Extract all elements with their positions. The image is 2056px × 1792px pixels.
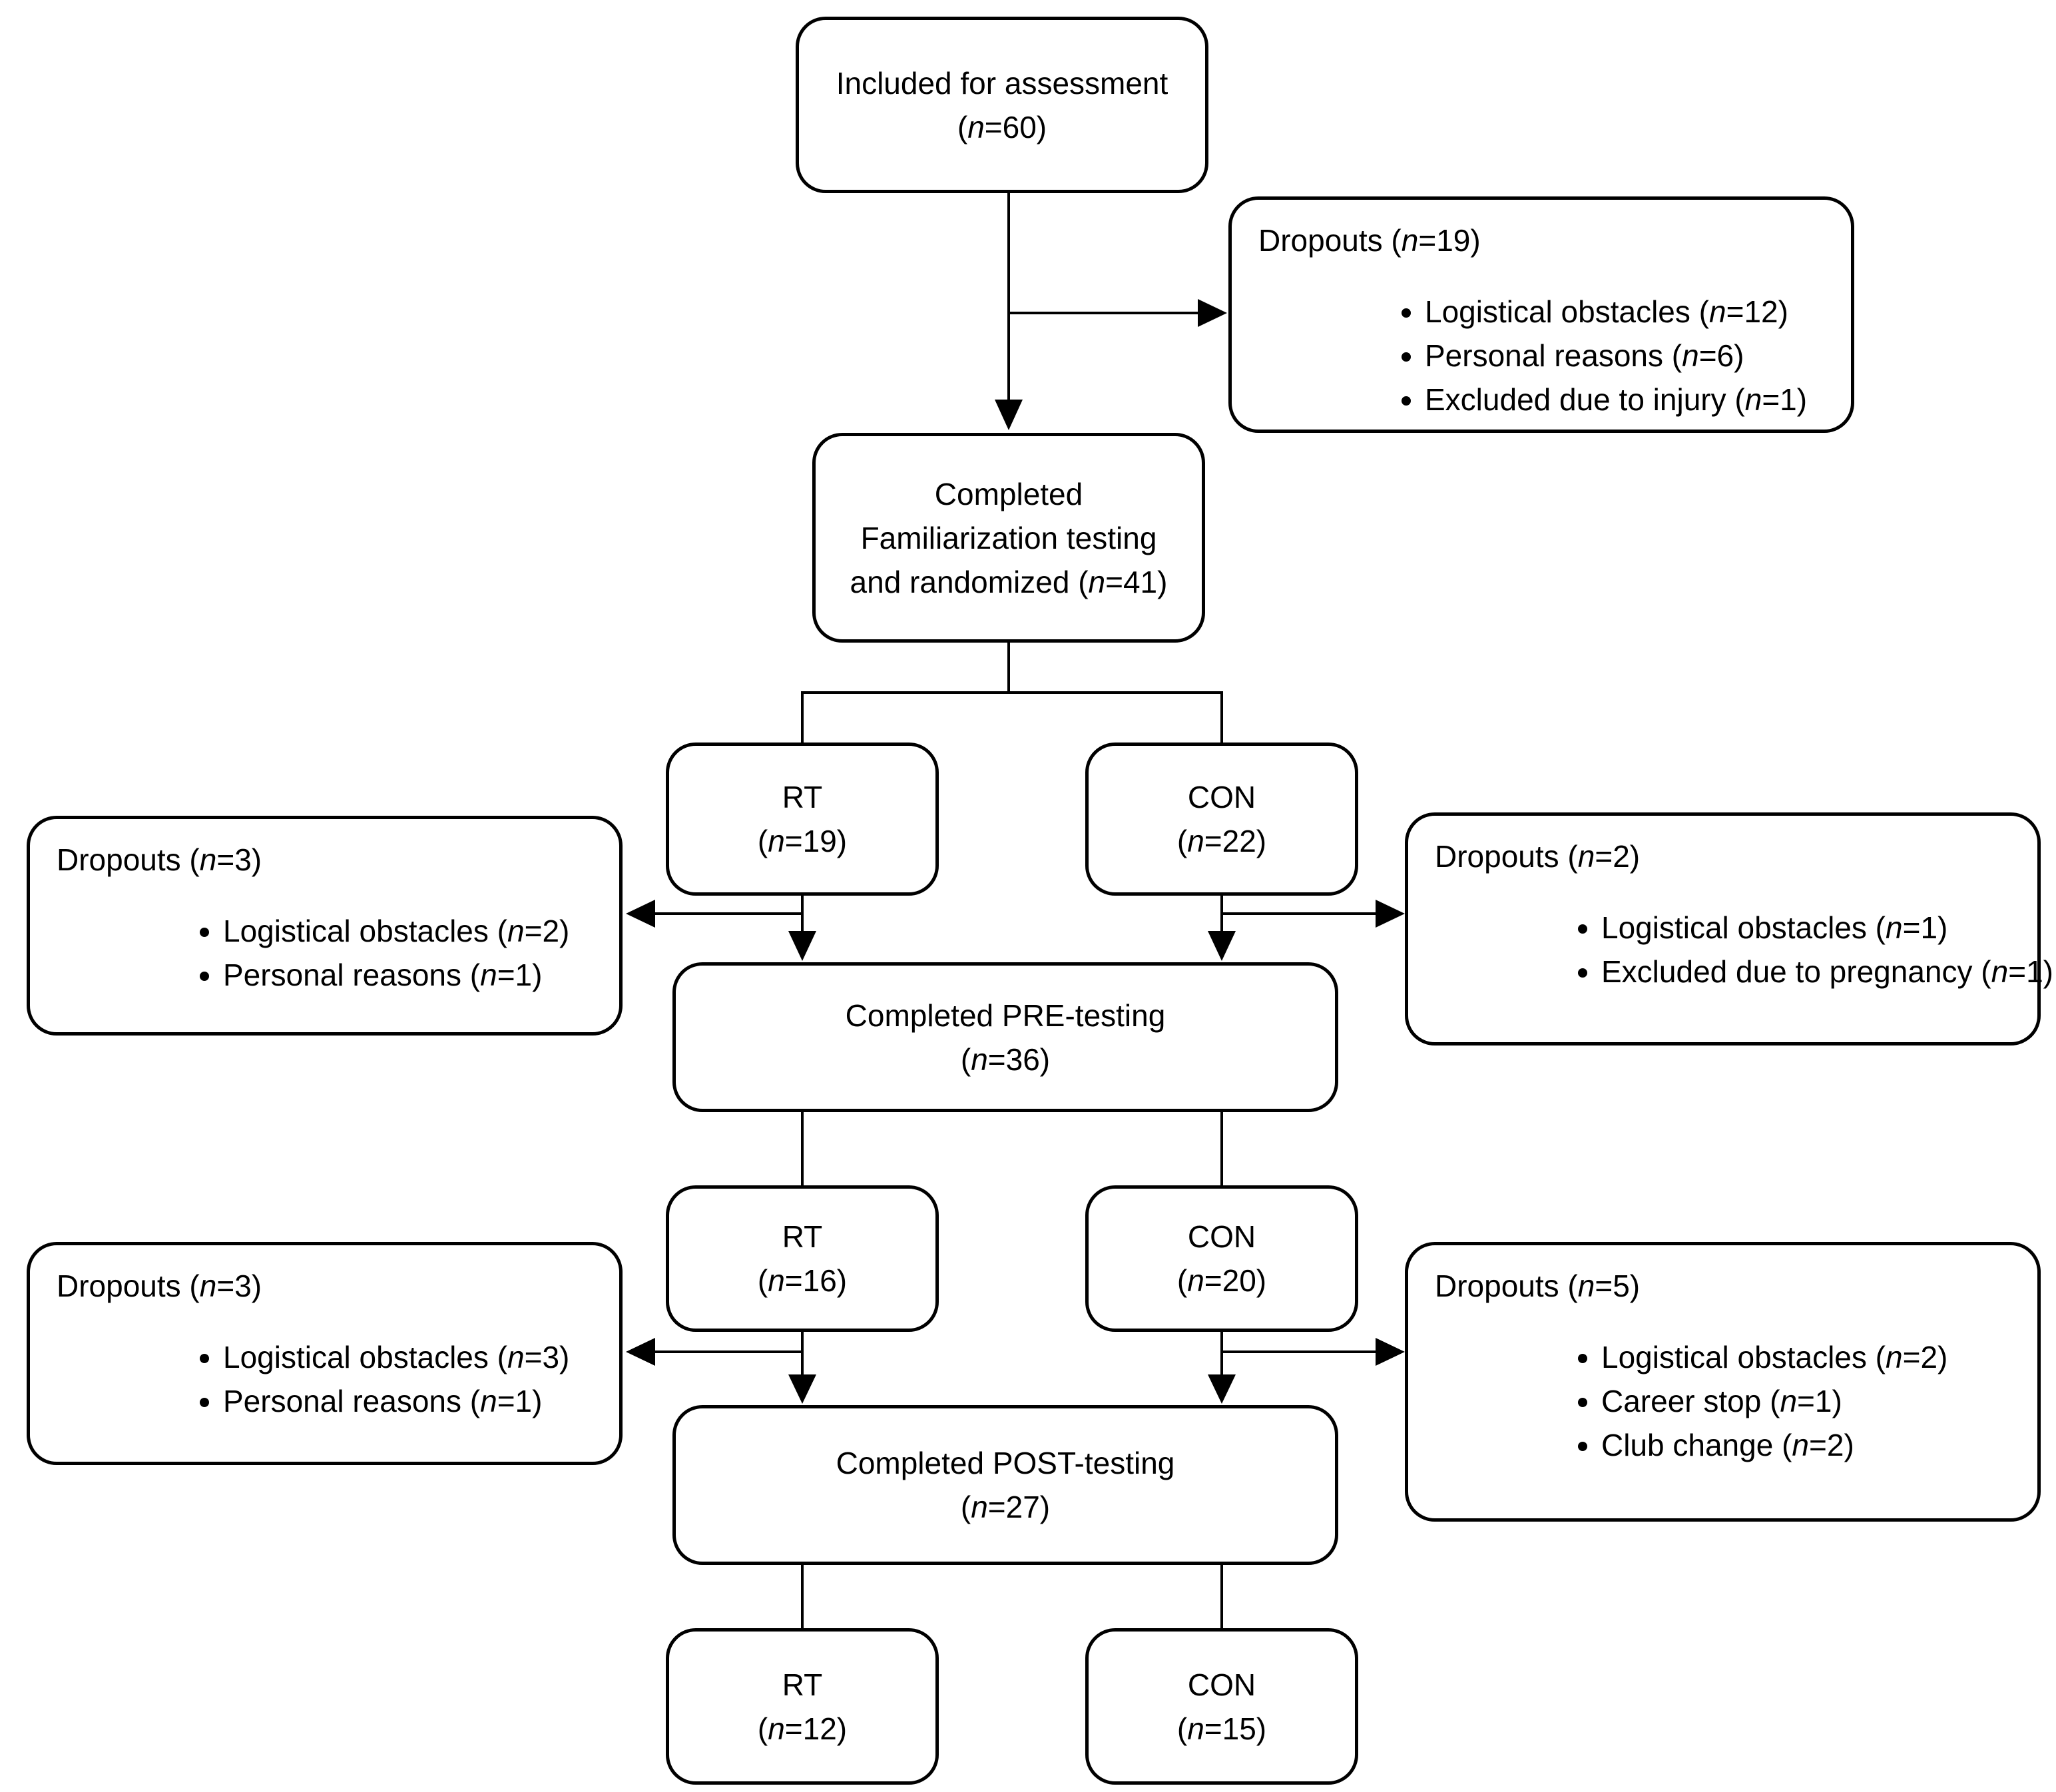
- node-included-for-assessment: Included for assessment (n=60): [796, 17, 1208, 193]
- node-con-post: CON (n=15): [1085, 1628, 1358, 1785]
- dropout-title: Dropouts (n=19): [1258, 223, 1481, 258]
- node-con-randomized: CON (n=22): [1085, 743, 1358, 896]
- node-con-pre: CON (n=20): [1085, 1185, 1358, 1332]
- node-text-line: RT: [782, 780, 823, 814]
- dropout-reason-list: Logistical obstacles (n=2) Personal reas…: [57, 910, 593, 996]
- node-text-line: Completed: [934, 476, 1083, 511]
- dropout-reason: Career stop (n=1): [1601, 1380, 2011, 1422]
- dropout-reason-list: Logistical obstacles (n=2) Career stop (…: [1435, 1337, 2011, 1466]
- dropout-reason: Logistical obstacles (n=2): [1601, 1337, 2011, 1378]
- node-text-line: and randomized (n=41): [850, 564, 1168, 599]
- node-text-line: (n=12): [757, 1711, 848, 1746]
- dropout-reason: Logistical obstacles (n=12): [1425, 291, 1824, 332]
- dropout-title: Dropouts (n=2): [1435, 839, 1641, 874]
- arrowhead-con2-to-post: [1208, 1374, 1236, 1404]
- node-text-line: (n=60): [957, 109, 1047, 145]
- arrowhead-right-to-dropouts-con2: [1376, 1338, 1405, 1366]
- node-text-line: (n=20): [1176, 1263, 1267, 1298]
- node-text-line: (n=15): [1176, 1711, 1267, 1746]
- node-text-line: Included for assessment: [836, 65, 1168, 101]
- dropout-reason-list: Logistical obstacles (n=1) Excluded due …: [1435, 907, 2053, 992]
- dropout-reason: Personal reasons (n=1): [223, 954, 593, 996]
- arrowhead-down-to-familiarization: [995, 400, 1023, 430]
- arrowhead-rt2-to-post: [788, 1374, 816, 1404]
- node-text-line: CON: [1187, 1219, 1256, 1254]
- node-text-line: (n=16): [757, 1263, 848, 1298]
- node-text-line: RT: [782, 1667, 823, 1702]
- arrowhead-left-to-dropouts-rt1: [626, 900, 655, 928]
- node-completed-pre-testing: Completed PRE-testing (n=36): [672, 962, 1338, 1112]
- dropout-box-con-post: Dropouts (n=5) Logistical obstacles (n=2…: [1405, 1242, 2041, 1522]
- dropout-reason: Logistical obstacles (n=3): [223, 1337, 593, 1378]
- dropout-title: Dropouts (n=3): [57, 842, 262, 877]
- node-text-line: Familiarization testing: [860, 520, 1157, 555]
- dropout-box-con-pre: Dropouts (n=2) Logistical obstacles (n=1…: [1405, 812, 2053, 1045]
- dropout-reason: Club change (n=2): [1601, 1424, 2011, 1466]
- dropout-title: Dropouts (n=3): [57, 1269, 262, 1303]
- dropout-reason: Excluded due to injury (n=1): [1425, 379, 1824, 420]
- node-text-line: CON: [1187, 780, 1256, 814]
- node-rt-pre: RT (n=16): [666, 1185, 939, 1332]
- arrowhead-left-to-dropouts-rt2: [626, 1338, 655, 1366]
- arrowhead-right-to-dropouts-con1: [1376, 900, 1405, 928]
- dropout-reason-list: Logistical obstacles (n=12) Personal rea…: [1258, 291, 1824, 420]
- node-rt-randomized: RT (n=19): [666, 743, 939, 896]
- node-familiarization-randomized: Completed Familiarization testing and ra…: [812, 433, 1205, 643]
- dropout-reason: Excluded due to pregnancy (n=1): [1601, 951, 2053, 992]
- node-text-line: (n=27): [960, 1490, 1051, 1524]
- node-text-line: CON: [1187, 1667, 1256, 1702]
- dropout-title: Dropouts (n=5): [1435, 1269, 1641, 1303]
- dropout-box-assessment: Dropouts (n=19) Logistical obstacles (n=…: [1228, 196, 1854, 433]
- dropout-reason: Logistical obstacles (n=1): [1601, 907, 2011, 948]
- node-text-line: (n=36): [960, 1042, 1051, 1077]
- arrowhead-right-to-dropouts-assessment: [1198, 299, 1227, 327]
- dropout-reason: Logistical obstacles (n=2): [223, 910, 593, 952]
- node-text-line: (n=22): [1176, 824, 1267, 858]
- node-rt-post: RT (n=12): [666, 1628, 939, 1785]
- node-completed-post-testing: Completed POST-testing (n=27): [672, 1405, 1338, 1565]
- arrowhead-con1-to-pre: [1208, 931, 1236, 961]
- dropout-box-rt-pre: Dropouts (n=3) Logistical obstacles (n=2…: [27, 816, 623, 1036]
- arrowhead-rt1-to-pre: [788, 931, 816, 961]
- dropout-box-rt-post: Dropouts (n=3) Logistical obstacles (n=3…: [27, 1242, 623, 1465]
- node-text-line: Completed PRE-testing: [845, 998, 1166, 1033]
- dropout-reason: Personal reasons (n=6): [1425, 335, 1824, 376]
- dropout-reason: Personal reasons (n=1): [223, 1380, 593, 1422]
- node-text-line: RT: [782, 1219, 823, 1254]
- dropout-reason-list: Logistical obstacles (n=3) Personal reas…: [57, 1337, 593, 1422]
- node-text-line: (n=19): [757, 824, 848, 858]
- node-text-line: Completed POST-testing: [836, 1446, 1175, 1480]
